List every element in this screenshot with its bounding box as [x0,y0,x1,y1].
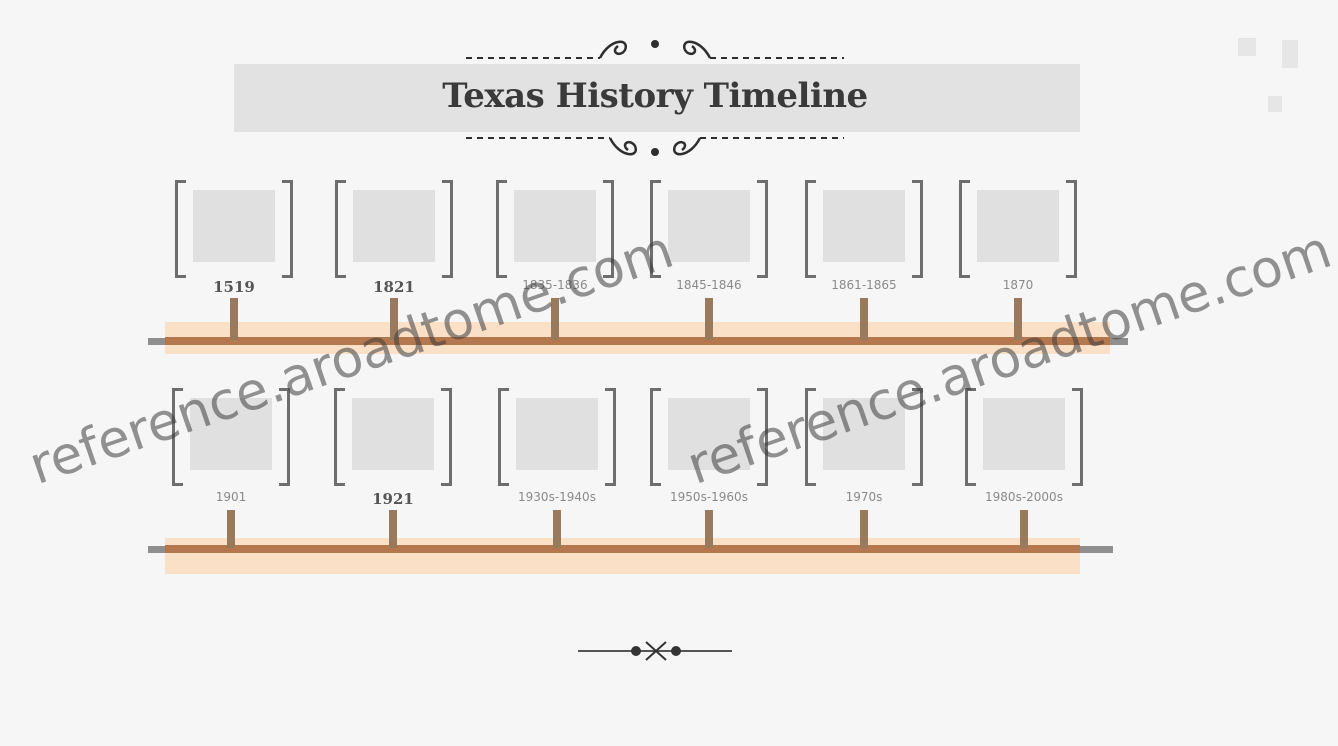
event-stem [860,510,868,548]
bracket-left [496,180,507,278]
event-date-label: 1870 [1002,278,1034,292]
event-stem [1020,510,1028,548]
title-banner [234,64,1080,132]
event-card [334,388,452,486]
bracket-right [603,180,614,278]
event-stem [1014,298,1022,340]
timeline-band-2 [165,538,1080,574]
event-date-label: 1921 [372,490,414,508]
event-image [514,190,596,262]
bracket-right [912,180,923,278]
bracket-left [805,388,816,486]
event-image [668,190,750,262]
event-image [977,190,1059,262]
timeline-axis-2 [165,545,1080,553]
event-date-label: 1980s-2000s [985,490,1063,504]
bracket-left [334,388,345,486]
bracket-right [757,388,768,486]
event-stem [553,510,561,548]
event-card [805,180,923,278]
timeline-axis-1 [165,337,1110,345]
event-card [959,180,1077,278]
bracket-left [335,180,346,278]
event-image [823,190,905,262]
bottom-ornament-icon [578,641,732,661]
bracket-right [282,180,293,278]
event-card [498,388,616,486]
bracket-left [805,180,816,278]
corner-decoration [1238,38,1256,56]
bracket-left [650,180,661,278]
bracket-right [1066,180,1077,278]
event-date-label: 1950s-1960s [670,490,748,504]
event-card [805,388,923,486]
bracket-right [605,388,616,486]
event-card [175,180,293,278]
bracket-left [175,180,186,278]
event-card [965,388,1083,486]
bracket-right [1072,388,1083,486]
event-date-label: 1845-1846 [676,278,742,292]
event-stem [227,510,235,548]
bracket-left [959,180,970,278]
event-stem [860,298,868,340]
top-flourish-icon [466,40,844,59]
event-stem [551,298,559,340]
event-card [172,388,290,486]
event-stem [390,298,398,340]
event-date-label: 1861-1865 [831,278,897,292]
bracket-right [442,180,453,278]
event-card [335,180,453,278]
event-date-label: 1821 [373,278,415,296]
event-card [496,180,614,278]
event-card [650,388,768,486]
bracket-left [172,388,183,486]
event-image [516,398,598,470]
event-stem [389,510,397,548]
event-date-label: 1970s [845,490,883,504]
bracket-left [650,388,661,486]
event-date-label: 1930s-1940s [518,490,596,504]
event-stem [705,510,713,548]
bracket-right [757,180,768,278]
event-stem [230,298,238,340]
bracket-left [965,388,976,486]
event-date-label: 1835-1836 [522,278,588,292]
bracket-right [912,388,923,486]
corner-decoration [1282,40,1298,68]
bracket-right [279,388,290,486]
event-image [353,190,435,262]
page-title: Texas History Timeline [442,76,868,116]
event-stem [705,298,713,340]
event-card [650,180,768,278]
event-image [193,190,275,262]
event-date-label: 1901 [215,490,247,504]
event-image [983,398,1065,470]
bottom-flourish-icon [466,137,844,156]
bracket-right [441,388,452,486]
bracket-left [498,388,509,486]
event-image [190,398,272,470]
corner-decoration [1268,96,1282,112]
event-date-label: 1519 [213,278,255,296]
event-image [352,398,434,470]
event-image [668,398,750,470]
event-image [823,398,905,470]
